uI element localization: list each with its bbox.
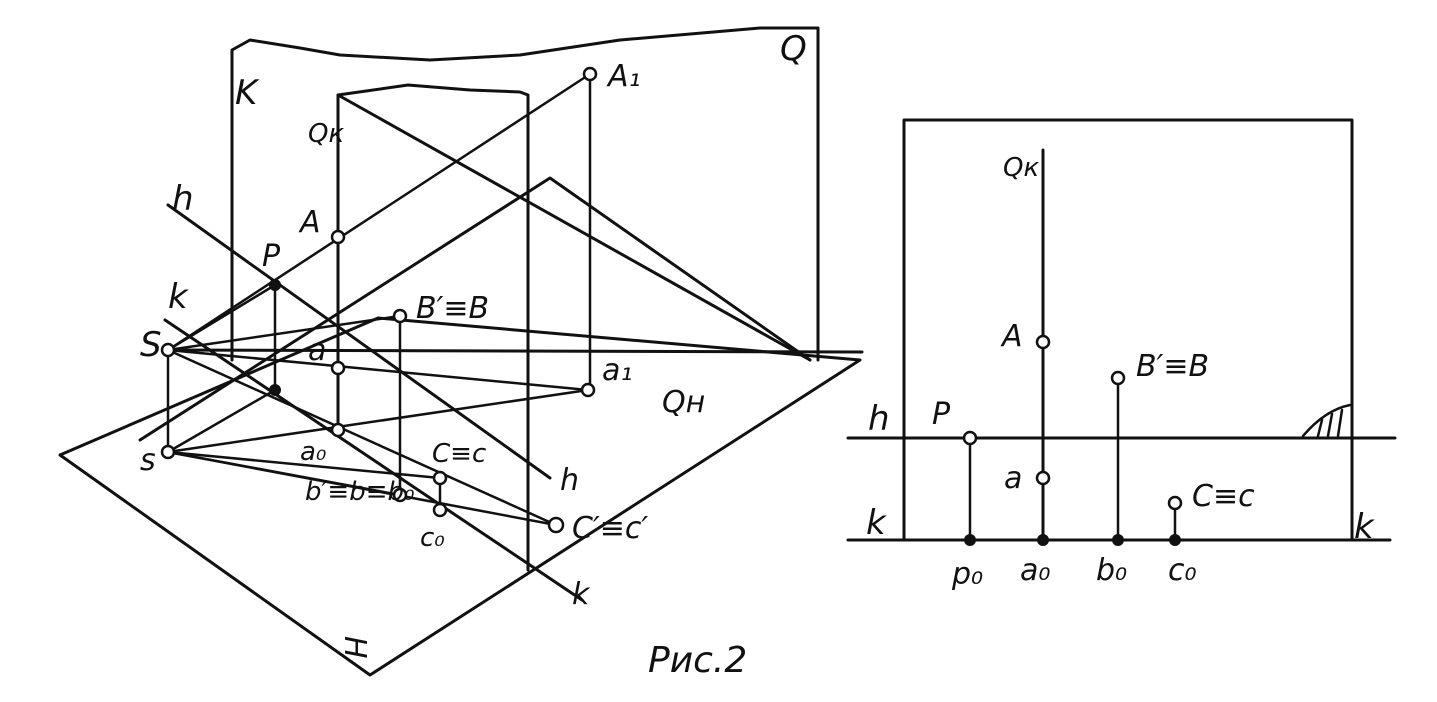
label-Qh: Qн [662,385,705,420]
horizon-arc-mark [1301,403,1352,438]
right-point-c0 [1169,534,1181,546]
label-a: a [308,333,326,368]
trace-Qh-line [166,348,864,354]
label-Qk-left: Qк [308,119,344,149]
right-point-A [1035,334,1051,350]
ground-rays [166,388,590,527]
arc-hatching [1316,408,1344,438]
label-Q: Q [780,29,807,69]
point-c0 [432,502,448,518]
point-a1 [580,382,596,398]
right-point-b0 [1112,534,1124,546]
figure-caption: Рис.2 [648,640,747,681]
point-P [269,279,281,291]
label-H: H [337,636,372,659]
label-Bp: B′≡B [416,291,489,326]
point-a [330,360,346,376]
line-h [166,203,552,480]
K-diagonal [336,93,812,362]
right-point-a0 [1037,534,1049,546]
label-P: P [262,239,281,274]
right-point-Bp [1110,370,1126,386]
label-A: A [298,205,321,240]
right-label-k-left: k [866,503,887,543]
point-bp [392,487,408,503]
point-Bp [392,308,408,324]
spatial-scheme: K Q Qк Qн h h k k A₁ a₁ A a P B′≡B S s a… [58,26,864,677]
label-k-bottom: k [572,577,591,612]
vertical-plane-diagonal [138,176,812,442]
label-a0: a₀ [300,437,327,467]
right-label-p0: p₀ [951,557,983,592]
label-k-top: k [168,277,189,317]
label-bp: b′≡b≡b₀ [305,477,415,507]
point-a0 [330,422,346,438]
right-label-A: A [1000,319,1023,354]
ground-plane-H [58,316,862,677]
label-s: s [140,443,156,478]
point-Cp [547,516,565,534]
sight-rays [166,72,592,527]
label-Cc: C≡c [432,439,486,469]
right-point-a [1035,470,1051,486]
label-K: K [235,73,260,113]
right-label-h: h [868,399,890,439]
right-label-P: P [932,397,951,432]
label-S: S [140,325,162,365]
plane-K [230,26,820,362]
point-s [160,444,176,460]
point-A [330,229,346,245]
right-label-c0: c₀ [1168,553,1197,588]
right-label-Qk: Qк [1003,153,1039,183]
right-label-Cc: C≡c [1192,479,1255,514]
point-Cc [432,470,448,486]
point-S [160,342,176,358]
label-A1: A₁ [606,59,641,94]
right-point-p0 [964,534,976,546]
right-label-k-right: k [1354,507,1375,547]
right-point-Cc [1167,495,1183,511]
right-label-a0: a₀ [1020,553,1050,588]
point-A1 [582,66,598,82]
label-a1: a₁ [602,353,632,388]
right-point-P [962,430,978,446]
label-h-bottom: h [560,463,579,498]
point-p-ground [269,384,281,396]
label-Cp: C′≡c′ [572,511,648,546]
label-h-top: h [172,179,194,219]
right-label-Bp: B′≡B [1136,349,1209,384]
label-c0: c₀ [420,523,445,553]
line-k [163,318,584,602]
right-label-a: a [1004,461,1022,496]
right-label-b0: b₀ [1096,553,1127,588]
picture-plane-scheme: Qк A B′≡B h P a k k C≡c p₀ a₀ b₀ c₀ [846,118,1397,592]
picture-frame [902,118,1354,542]
